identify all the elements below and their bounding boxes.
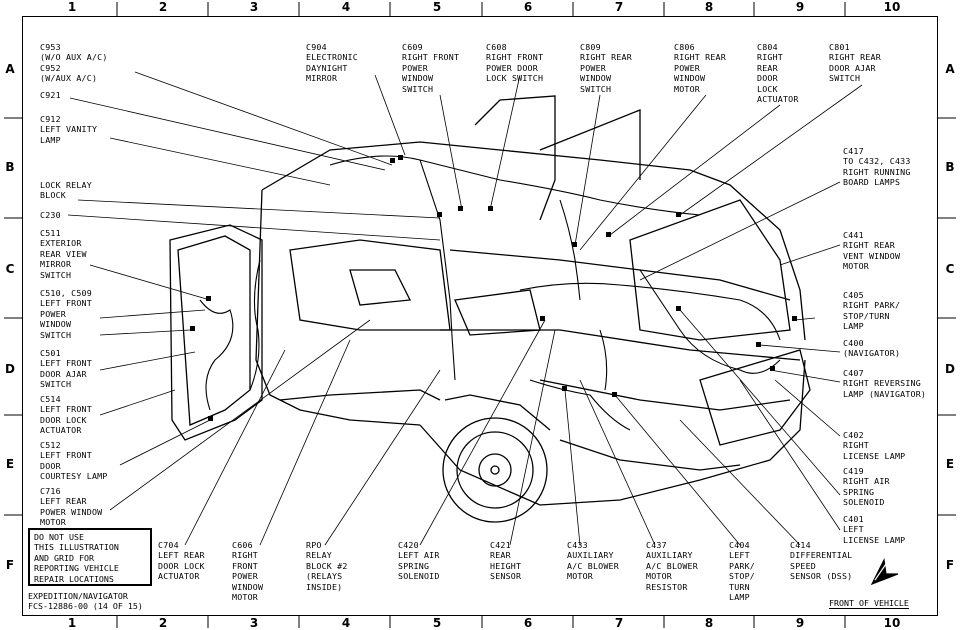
grid-col-bottom: 10 xyxy=(883,616,901,630)
connectors xyxy=(190,155,797,421)
label-c608: C608 RIGHT FRONT POWER DOOR LOCK SWITCH xyxy=(486,42,544,84)
label-c512: C512 LEFT FRONT DOOR COURTESY LAMP xyxy=(40,440,108,482)
grid-col-bottom: 4 xyxy=(341,616,351,630)
grid-col-bottom: 3 xyxy=(249,616,259,630)
label-c401: C401 LEFT LICENSE LAMP xyxy=(843,514,906,545)
wiring-harness xyxy=(199,155,781,431)
grid-row-right: D xyxy=(945,362,955,376)
label-c400: C400 (NAVIGATOR) xyxy=(843,338,901,359)
label-c437: C437 AUXILIARY A/C BLOWER MOTOR RESISTOR xyxy=(646,540,698,592)
label-c704: C704 LEFT REAR DOOR LOCK ACTUATOR xyxy=(158,540,205,582)
label-c511: C511 EXTERIOR REAR VIEW MIRROR SWITCH xyxy=(40,228,87,280)
label-c514: C514 LEFT FRONT DOOR LOCK ACTUATOR xyxy=(40,394,92,436)
grid-row-left: B xyxy=(5,160,15,174)
label-c510-c509: C510, C509 LEFT FRONT POWER WINDOW SWITC… xyxy=(40,288,92,340)
label-c414: C414 DIFFERENTIAL SPEED SENSOR (DSS) xyxy=(790,540,853,582)
grid-col-top: 1 xyxy=(67,0,77,14)
grid-row-right: B xyxy=(945,160,955,174)
grid-frame xyxy=(22,16,938,616)
grid-row-left: E xyxy=(5,457,15,471)
grid-col-bottom: 2 xyxy=(158,616,168,630)
label-c904: C904 ELECTRONIC DAYNIGHT MIRROR xyxy=(306,42,358,84)
label-c230: C230 xyxy=(40,210,61,220)
label-c609: C609 RIGHT FRONT POWER WINDOW SWITCH xyxy=(402,42,460,94)
label-c806: C806 RIGHT REAR POWER WINDOW MOTOR xyxy=(674,42,726,94)
label-c420: C420 LEFT AIR SPRING SOLENOID xyxy=(398,540,440,582)
grid-row-right: E xyxy=(945,457,955,471)
grid-row-right: A xyxy=(945,62,955,76)
grid-col-top: 5 xyxy=(432,0,442,14)
label-c417: C417 TO C432, C433 RIGHT RUNNING BOARD L… xyxy=(843,146,911,188)
label-c809: C809 RIGHT REAR POWER WINDOW SWITCH xyxy=(580,42,632,94)
notice-line: THIS ILLUSTRATION xyxy=(34,542,119,553)
label-c402: C402 RIGHT LICENSE LAMP xyxy=(843,430,906,461)
label-c441: C441 RIGHT REAR VENT WINDOW MOTOR xyxy=(843,230,901,272)
label-c419: C419 RIGHT AIR SPRING SOLENOID xyxy=(843,466,890,508)
label-c405: C405 RIGHT PARK/ STOP/TURN LAMP xyxy=(843,290,901,332)
grid-col-bottom: 9 xyxy=(795,616,805,630)
grid-col-bottom: 1 xyxy=(67,616,77,630)
grid-col-top: 6 xyxy=(523,0,533,14)
grid-row-left: F xyxy=(5,558,15,572)
grid-row-right: C xyxy=(945,262,955,276)
grid-col-top: 10 xyxy=(883,0,901,14)
label-c421: C421 REAR HEIGHT SENSOR xyxy=(490,540,522,582)
label-c953: C953 (W/O AUX A/C) C952 (W/AUX A/C) xyxy=(40,42,108,84)
leader-lines xyxy=(67,71,863,546)
grid-col-top: 3 xyxy=(249,0,259,14)
notice-line: DO NOT USE xyxy=(34,532,84,542)
grid-col-top: 4 xyxy=(341,0,351,14)
diagram-title: EXPEDITION/NAVIGATOR FCS-12886-00 (14 OF… xyxy=(28,591,143,612)
label-c501: C501 LEFT FRONT DOOR AJAR SWITCH xyxy=(40,348,92,390)
grid-col-top: 9 xyxy=(795,0,805,14)
grid-col-top: 7 xyxy=(614,0,624,14)
grid-row-left: D xyxy=(5,362,15,376)
grid-col-bottom: 5 xyxy=(432,616,442,630)
grid-col-top: 2 xyxy=(158,0,168,14)
label-c716: C716 LEFT REAR POWER WINDOW MOTOR xyxy=(40,486,103,528)
label-c606: C606 RIGHT FRONT POWER WINDOW MOTOR xyxy=(232,540,264,603)
label-c921: C921 xyxy=(40,90,61,100)
grid-row-right: F xyxy=(945,558,955,572)
grid-col-bottom: 7 xyxy=(614,616,624,630)
label-c801: C801 RIGHT REAR DOOR AJAR SWITCH xyxy=(829,42,881,84)
front-of-vehicle-arrow-icon xyxy=(870,558,899,586)
grid-row-left: A xyxy=(5,62,15,76)
notice-line: REPAIR LOCATIONS xyxy=(34,573,114,584)
notice-box: DO NOT USE THIS ILLUSTRATION AND GRID FO… xyxy=(28,528,152,586)
grid-col-bottom: 6 xyxy=(523,616,533,630)
label-rpo-relay-block: RPO RELAY BLOCK #2 (RELAYS INSIDE) xyxy=(306,540,348,592)
grid-row-left: C xyxy=(5,262,15,276)
label-lock-relay-block: LOCK RELAY BLOCK xyxy=(40,180,92,201)
label-c804: C804 RIGHT REAR DOOR LOCK ACTUATOR xyxy=(757,42,799,105)
notice-line: REPORTING VEHICLE xyxy=(34,563,119,574)
label-c404: C404 LEFT PARK/ STOP/ TURN LAMP xyxy=(729,540,755,603)
notice-line: AND GRID FOR xyxy=(34,552,94,563)
label-c433: C433 AUXILIARY A/C BLOWER MOTOR xyxy=(567,540,619,582)
label-c912: C912 LEFT VANITY LAMP xyxy=(40,114,98,145)
grid-ticks xyxy=(4,2,956,628)
label-c407: C407 RIGHT REVERSING LAMP (NAVIGATOR) xyxy=(843,368,927,399)
grid-col-bottom: 8 xyxy=(704,616,714,630)
vehicle-body xyxy=(169,95,811,523)
grid-col-top: 8 xyxy=(704,0,714,14)
front-of-vehicle-label: FRONT OF VEHICLE xyxy=(829,598,909,609)
